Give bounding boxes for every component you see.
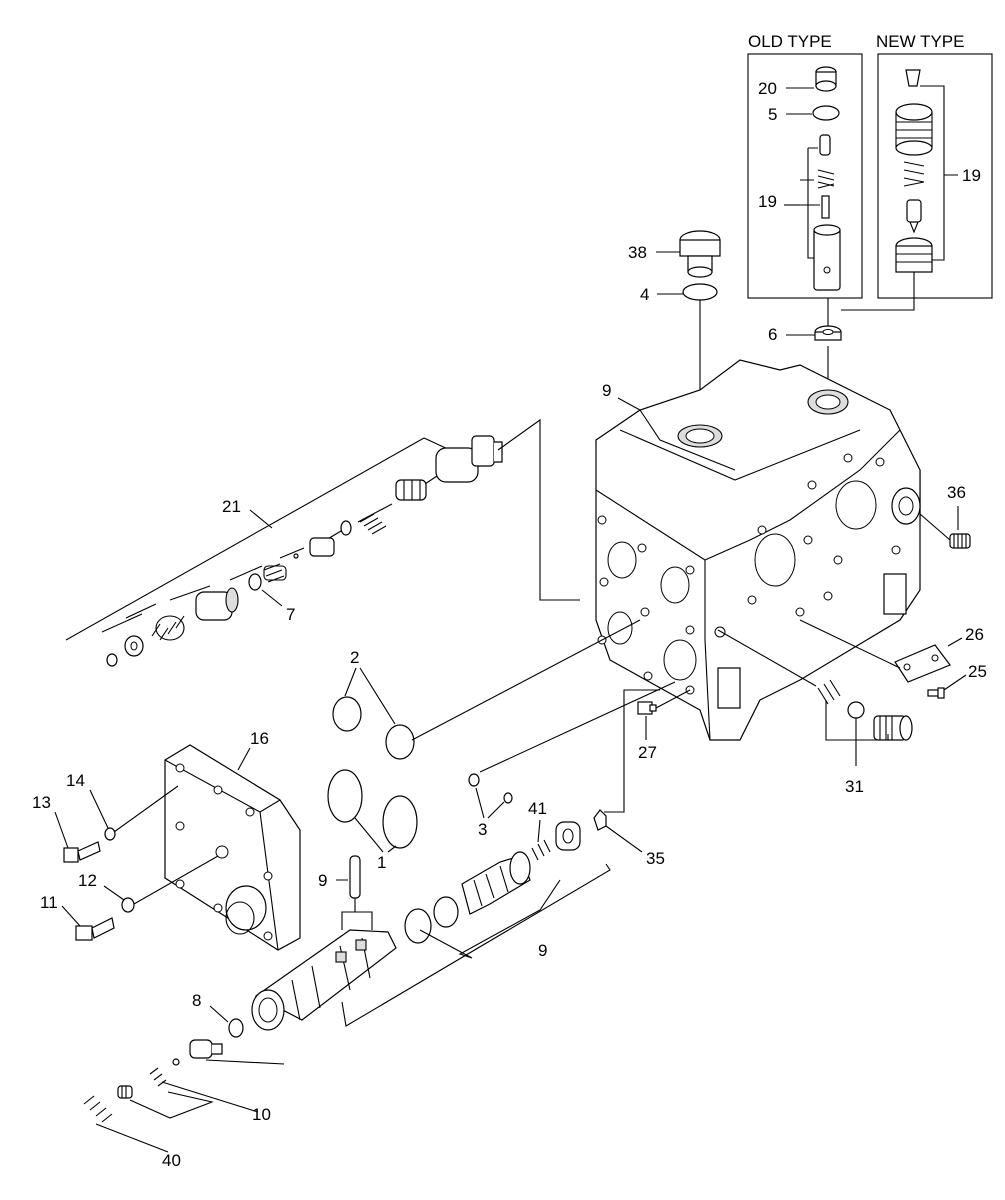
label-2: 2 bbox=[350, 648, 359, 667]
label-40: 40 bbox=[162, 1151, 181, 1170]
label-6: 6 bbox=[768, 325, 777, 344]
part-21-relief-valve-group bbox=[65, 435, 503, 667]
part-11-bolt bbox=[75, 917, 115, 941]
label-12: 12 bbox=[78, 871, 97, 890]
part-40-spring bbox=[83, 1095, 113, 1123]
label-3: 3 bbox=[478, 820, 487, 839]
label-25: 25 bbox=[968, 662, 987, 681]
part-26-plate bbox=[894, 644, 951, 683]
part-9-o-ring-b bbox=[433, 896, 459, 928]
label-20: 20 bbox=[758, 79, 777, 98]
label-10: 10 bbox=[252, 1105, 271, 1124]
part-9-o-ring-a bbox=[404, 908, 432, 944]
label-21: 21 bbox=[222, 497, 241, 516]
part-3-o-rings bbox=[468, 773, 513, 804]
label-4: 4 bbox=[640, 285, 649, 304]
part-1-o-rings bbox=[327, 769, 418, 849]
part-6-seat bbox=[814, 325, 842, 341]
part-35-plug bbox=[555, 821, 581, 851]
part-19-new-valve bbox=[895, 69, 933, 273]
part-9-valve-body bbox=[595, 359, 921, 741]
old-type-heading: OLD TYPE bbox=[748, 32, 832, 51]
part-13-bolt bbox=[63, 841, 101, 863]
part-35-cap bbox=[593, 809, 607, 831]
label-26: 26 bbox=[965, 625, 984, 644]
label-27: 27 bbox=[638, 743, 657, 762]
label-31: 31 bbox=[845, 777, 864, 796]
part-4-o-ring bbox=[682, 283, 718, 301]
label-13: 13 bbox=[32, 793, 51, 812]
part-27-bolt bbox=[637, 701, 657, 715]
part-5-ring bbox=[812, 105, 840, 121]
part-25-screw bbox=[927, 687, 945, 699]
part-20-plug bbox=[815, 66, 837, 92]
part-31-check-group bbox=[817, 679, 913, 741]
old-type-inset: OLD TYPE 20 5 19 bbox=[747, 32, 863, 299]
label-1: 1 bbox=[377, 853, 386, 872]
part-8-o-ring bbox=[228, 1018, 244, 1038]
part-41-spring bbox=[531, 839, 551, 861]
label-5: 5 bbox=[768, 105, 777, 124]
part-9-pin bbox=[349, 855, 361, 899]
part-10-spring-group bbox=[117, 1039, 223, 1099]
label-9-spool: 9 bbox=[538, 941, 547, 960]
washer-a bbox=[106, 653, 118, 667]
label-35: 35 bbox=[646, 849, 665, 868]
part-14-washer bbox=[104, 827, 116, 841]
part-2-o-rings bbox=[332, 696, 415, 760]
label-7: 7 bbox=[286, 605, 295, 624]
label-19-old: 19 bbox=[758, 192, 777, 211]
label-19-new: 19 bbox=[962, 166, 981, 185]
label-16: 16 bbox=[250, 729, 269, 748]
label-9-body: 9 bbox=[602, 381, 611, 400]
part-12-washer bbox=[121, 897, 135, 913]
part-9-spool bbox=[461, 851, 531, 915]
part-9-spool-sleeve bbox=[251, 929, 397, 1031]
label-38: 38 bbox=[628, 243, 647, 262]
label-8: 8 bbox=[192, 991, 201, 1010]
label-14: 14 bbox=[66, 771, 85, 790]
part-16-cover bbox=[164, 744, 301, 951]
label-41: 41 bbox=[528, 799, 547, 818]
part-7-o-ring bbox=[248, 573, 262, 591]
part-36-plug bbox=[949, 533, 971, 549]
part-38-plug bbox=[679, 230, 721, 278]
label-11: 11 bbox=[40, 893, 58, 912]
label-36: 36 bbox=[947, 483, 966, 502]
new-type-heading: NEW TYPE bbox=[876, 32, 964, 51]
part-19-old-valve bbox=[813, 134, 841, 291]
new-type-inset: NEW TYPE 19 bbox=[876, 32, 993, 299]
label-9-pin: 9 bbox=[318, 871, 327, 890]
